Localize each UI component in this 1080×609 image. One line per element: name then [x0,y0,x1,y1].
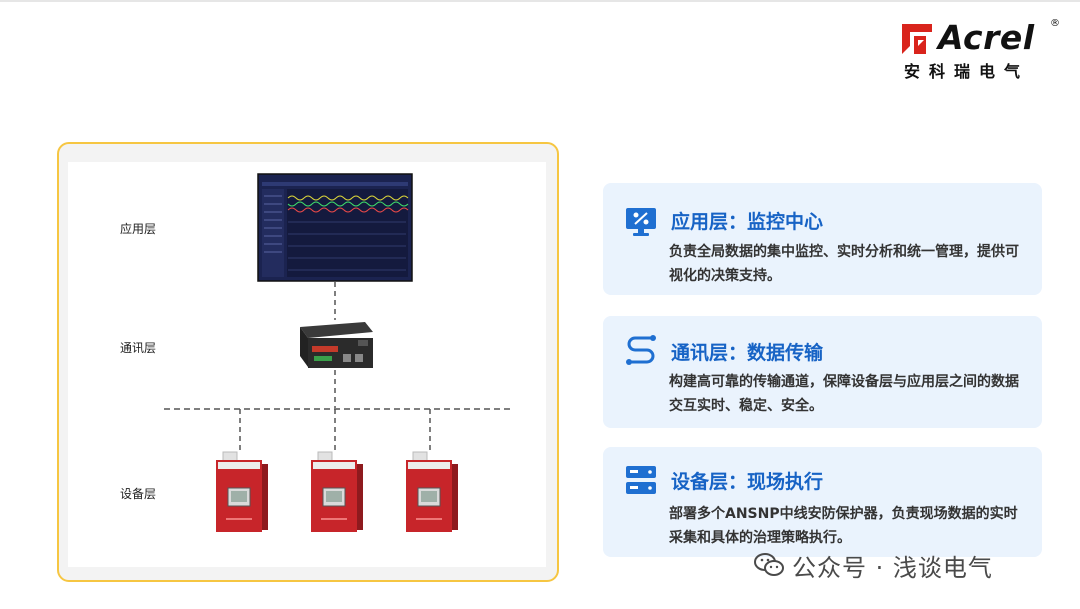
watermark: 公众号 · 浅谈电气 [754,548,993,582]
wechat-icon [754,553,784,576]
monitoring-screen [257,173,413,282]
brand-cn-name: 安科瑞电气 [904,62,1030,81]
layer-label-communication: 通讯层 [120,341,157,355]
server-icon [626,466,656,494]
architecture-diagram-panel: 应用层 通讯层 设备层 [57,142,559,582]
layer-label-device: 设备层 [120,487,157,501]
card-communication-layer: 通讯层：数据传输 构建高可靠的传输通道，保障设备层与应用层之间的数据交互实时、稳… [603,316,1042,428]
ansnp-device-2 [311,451,363,532]
communication-gateway [300,322,373,368]
diagram-graphics [164,173,514,532]
card-title-device: 设备层：现场执行 [671,471,824,493]
ansnp-device-3 [406,451,458,532]
card-title-communication: 通讯层：数据传输 [671,342,824,364]
card-title-application: 应用层：监控中心 [671,211,824,233]
monitor-icon [626,208,656,236]
acrel-logo: Acrel ® 安科瑞电气 [898,18,1068,82]
brand-name: Acrel [938,18,1035,57]
card-device-layer: 设备层：现场执行 部署多个ANSNP中线安防保护器，负责现场数据的实时采集和具体… [603,447,1042,557]
card-desc-application: 负责全局数据的集中监控、实时分析和统一管理，提供可视化的决策支持。 [669,244,1019,284]
card-desc-device: 部署多个ANSNP中线安防保护器，负责现场数据的实时采集和具体的治理策略执行。 [669,506,1018,546]
registered-mark: ® [1050,18,1060,29]
card-desc-communication: 构建高可靠的传输通道，保障设备层与应用层之间的数据交互实时、稳定、安全。 [669,374,1019,414]
acrel-mark-icon [902,24,932,54]
layer-label-application: 应用层 [120,222,157,236]
card-application-layer: 应用层：监控中心 负责全局数据的集中监控、实时分析和统一管理，提供可视化的决策支… [603,183,1042,295]
watermark-text: 公众号 · 浅谈电气 [792,553,993,582]
transmission-icon [626,335,656,365]
ansnp-device-1 [216,451,268,532]
diagram-canvas: 应用层 通讯层 设备层 [68,162,546,567]
top-divider [0,0,1080,2]
